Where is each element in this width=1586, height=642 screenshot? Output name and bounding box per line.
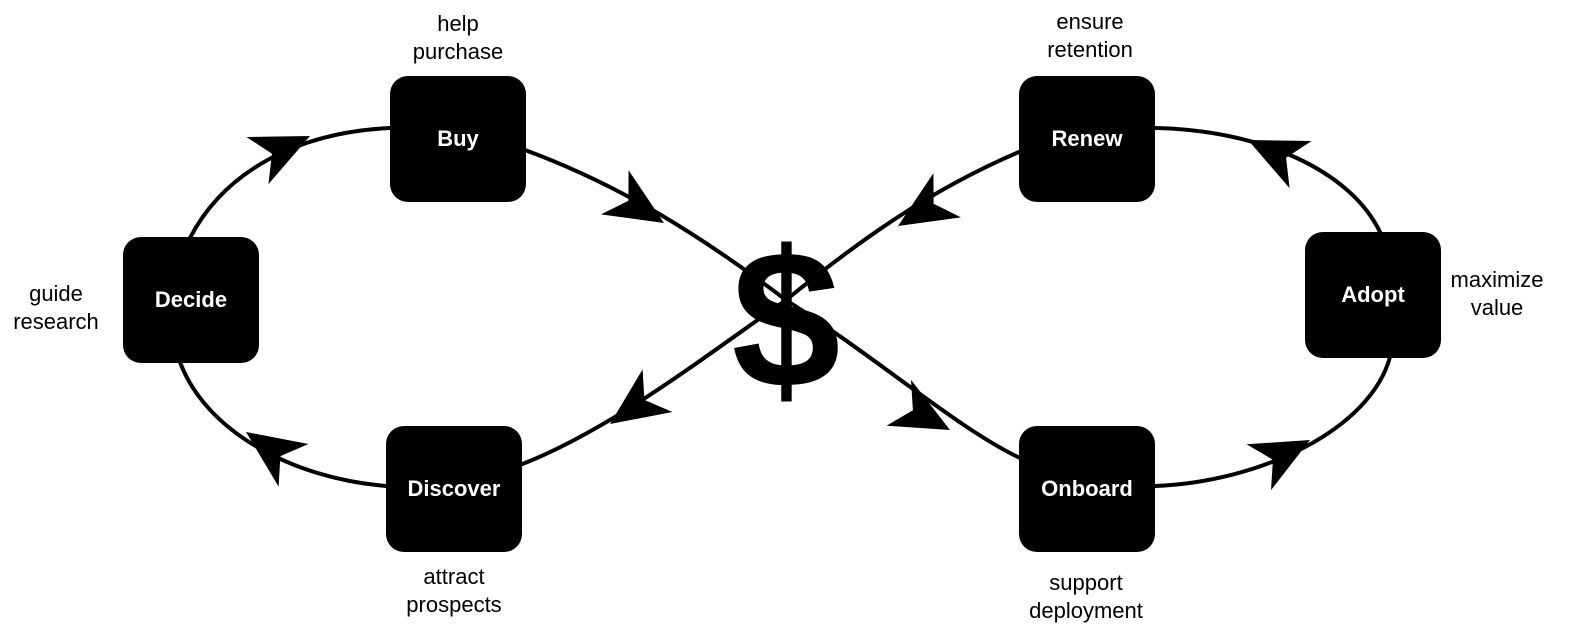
stage-label-buy: Buy [437, 126, 479, 151]
stage-label-renew: Renew [1051, 126, 1123, 151]
caption-onboard: support deployment [986, 569, 1186, 625]
caption-adopt-line-1: maximize [1450, 267, 1544, 292]
arrow-renew-to-center [898, 173, 961, 226]
stage-label-adopt: Adopt [1341, 282, 1405, 307]
caption-adopt-line-2: value [1470, 295, 1524, 320]
curve-renew-to-center [784, 150, 1021, 302]
caption-discover: attract prospects [354, 563, 554, 619]
stage-onboard: Onboard [1019, 426, 1155, 552]
caption-renew: ensure retention [990, 8, 1190, 64]
arrow-center-to-onboard [886, 379, 950, 430]
arrow-buy-to-center [601, 170, 664, 223]
stage-label-discover: Discover [407, 476, 501, 501]
stage-label-decide: Decide [154, 287, 228, 312]
caption-adopt: maximize value [1397, 266, 1586, 322]
stage-buy: Buy [390, 76, 526, 202]
caption-buy: help purchase [358, 10, 558, 66]
caption-onboard-line-2: deployment [1029, 598, 1143, 623]
caption-renew-line-2: retention [1047, 37, 1133, 62]
caption-discover-line-1: attract [423, 564, 485, 589]
caption-renew-line-1: ensure [1056, 9, 1124, 34]
caption-decide-line-1: guide [29, 281, 83, 306]
caption-buy-line-1: help [437, 11, 479, 36]
stage-decide: Decide [123, 237, 259, 363]
caption-decide: guide research [0, 280, 156, 336]
caption-discover-line-2: prospects [406, 592, 502, 617]
curve-onboard-to-adopt [1153, 355, 1392, 488]
arrow-decide-to-buy [246, 136, 310, 185]
curve-discover-to-decide [178, 360, 388, 488]
stage-discover: Discover [386, 426, 522, 552]
dollar-icon: $ [731, 210, 841, 429]
curve-adopt-to-renew [1153, 126, 1382, 234]
caption-decide-line-2: research [13, 309, 99, 334]
arrow-discover-to-decide [246, 432, 309, 487]
stage-label-onboard: Onboard [1041, 476, 1133, 501]
stage-renew: Renew [1019, 76, 1155, 202]
arrow-center-to-discover [610, 369, 673, 424]
curve-buy-to-center [523, 148, 788, 302]
curve-center-to-discover [518, 298, 788, 467]
arrow-onboard-to-adopt [1246, 440, 1310, 491]
arrow-adopt-to-renew [1248, 140, 1312, 189]
caption-onboard-line-1: support [1049, 570, 1123, 595]
caption-buy-line-2: purchase [412, 39, 504, 64]
curve-decide-to-buy [188, 126, 392, 240]
stage-adopt: Adopt [1305, 232, 1441, 358]
